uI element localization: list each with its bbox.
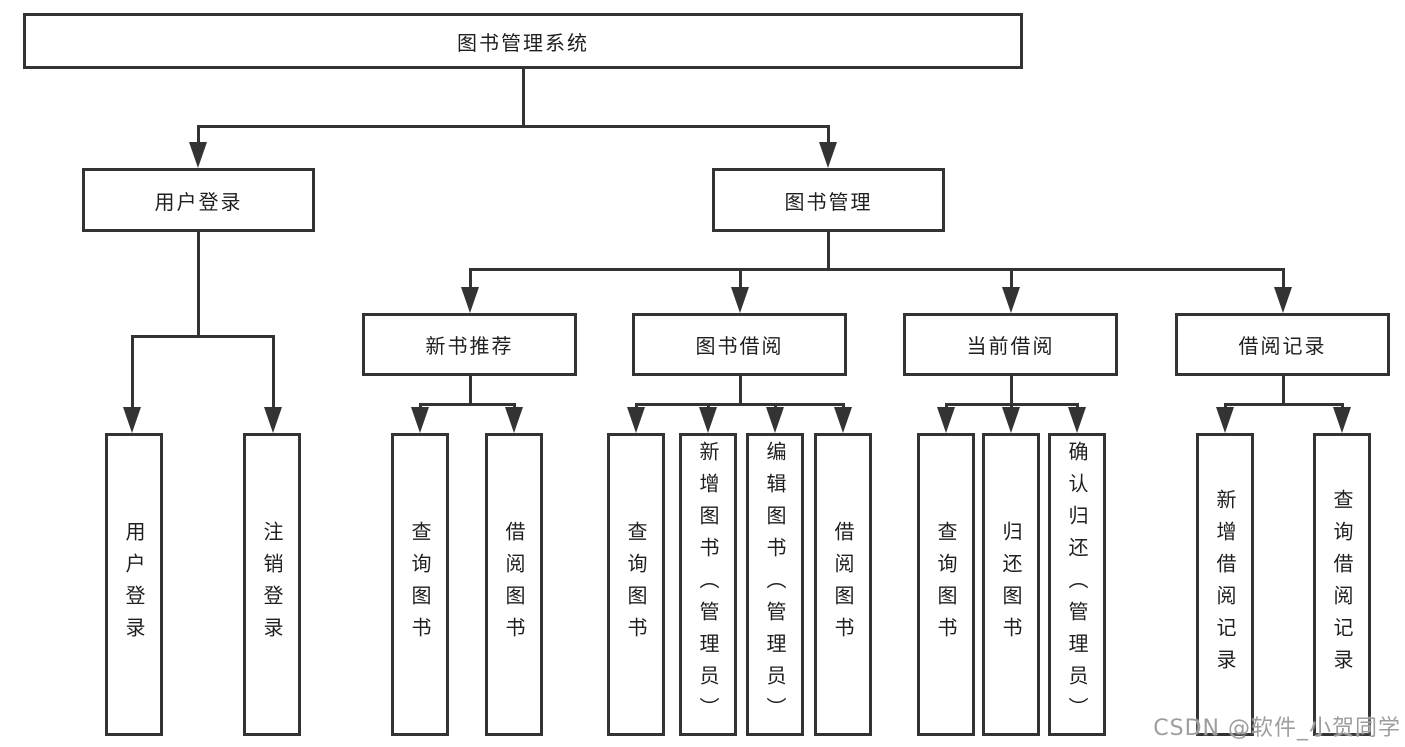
node-label: 当前借阅 [966, 334, 1055, 358]
arrow-down-icon [263, 335, 283, 433]
node-label: 编辑图书（管理员） [763, 440, 787, 729]
arrow-down-icon [1332, 403, 1352, 433]
node-label: 图书管理 [784, 189, 873, 214]
node-leaf-query-books-recommend: 查询图书 [391, 433, 449, 736]
node-leaf-query-books-borrowing: 查询图书 [607, 433, 665, 736]
node-label: 查询图书 [934, 520, 958, 649]
arrow-down-icon [765, 403, 785, 433]
node-leaf-return-books: 归还图书 [982, 433, 1040, 736]
node-label: 借阅图书 [831, 520, 855, 649]
arrow-down-icon [1067, 403, 1087, 433]
connector-line [634, 403, 845, 406]
connector-line [1009, 376, 1013, 403]
node-leaf-edit-books-admin: 编辑图书（管理员） [746, 433, 804, 736]
arrow-down-icon [818, 125, 838, 168]
node-label: 借阅记录 [1238, 334, 1327, 358]
arrow-down-icon [626, 403, 646, 433]
connector-line [1223, 403, 1344, 406]
connector-line [418, 403, 516, 406]
node-label: 用户登录 [154, 189, 243, 214]
arrow-down-icon [188, 125, 208, 168]
node-label: 图书管理系统 [457, 30, 589, 55]
arrow-down-icon [730, 268, 750, 313]
node-label: 查询图书 [408, 520, 432, 649]
arrow-down-icon [833, 403, 853, 433]
node-leaf-user-login: 用户登录 [105, 433, 163, 736]
node-label: 查询图书 [624, 520, 648, 649]
arrow-down-icon [1273, 268, 1293, 313]
csdn-watermark: CSDN @软件_小贺同学 [1153, 716, 1401, 741]
node-book-borrowing: 图书借阅 [632, 313, 847, 376]
node-new-book-recommend: 新书推荐 [362, 313, 577, 376]
node-leaf-logout: 注销登录 [243, 433, 301, 736]
connector-line [196, 232, 200, 335]
connector-line [196, 125, 830, 128]
connector-line [468, 376, 472, 403]
node-label: 查询借阅记录 [1330, 488, 1354, 681]
node-label: 新增借阅记录 [1213, 488, 1237, 681]
arrow-down-icon [460, 268, 480, 313]
connector-line [738, 376, 742, 403]
node-leaf-query-borrow-record: 查询借阅记录 [1313, 433, 1371, 736]
arrow-down-icon [504, 403, 524, 433]
arrow-down-icon [122, 335, 142, 433]
node-borrowing-records: 借阅记录 [1175, 313, 1390, 376]
node-label: 注销登录 [260, 520, 284, 649]
node-leaf-query-books-current: 查询图书 [917, 433, 975, 736]
node-current-borrowing: 当前借阅 [903, 313, 1118, 376]
node-label: 图书借阅 [695, 334, 784, 358]
arrow-down-icon [1215, 403, 1235, 433]
node-leaf-borrow-books-borrowing: 借阅图书 [814, 433, 872, 736]
node-leaf-add-books-admin: 新增图书（管理员） [679, 433, 737, 736]
node-leaf-add-borrow-record: 新增借阅记录 [1196, 433, 1254, 736]
node-label: 用户登录 [122, 520, 146, 649]
connector-line [1281, 376, 1285, 403]
node-label: 归还图书 [999, 520, 1023, 649]
connector-line [130, 335, 275, 338]
node-leaf-confirm-return-admin: 确认归还（管理员） [1048, 433, 1106, 736]
connector-line [521, 69, 525, 125]
arrow-down-icon [1001, 403, 1021, 433]
node-label: 借阅图书 [502, 520, 526, 649]
arrow-down-icon [698, 403, 718, 433]
connector-line [468, 268, 1285, 271]
arrow-down-icon [936, 403, 956, 433]
node-label: 新书推荐 [425, 334, 514, 358]
node-label: 确认归还（管理员） [1065, 440, 1089, 729]
node-leaf-borrow-books-recommend: 借阅图书 [485, 433, 543, 736]
node-book-management: 图书管理 [712, 168, 945, 232]
node-user-login: 用户登录 [82, 168, 315, 232]
arrow-down-icon [1001, 268, 1021, 313]
node-label: 新增图书（管理员） [696, 440, 720, 729]
connector-line [826, 232, 830, 268]
arrow-down-icon [410, 403, 430, 433]
node-library-system: 图书管理系统 [23, 13, 1023, 69]
